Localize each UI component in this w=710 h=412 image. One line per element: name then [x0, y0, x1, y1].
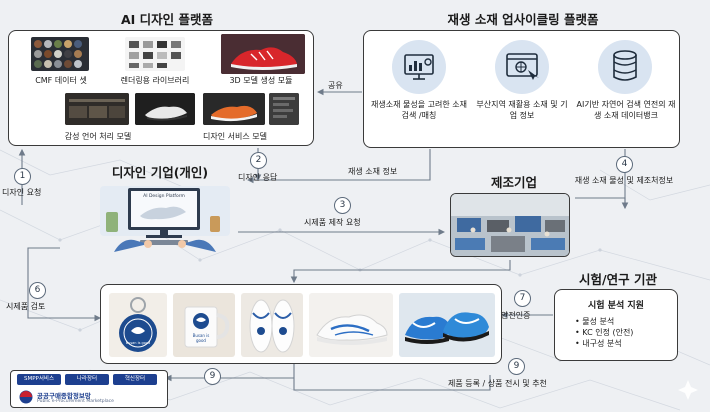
test-lab-title: 시험/연구 기관	[563, 269, 673, 288]
test-item-durability: 내구성 분석	[575, 338, 633, 349]
busan-recycle-info-label: 부산지역 재활용 소재 및 기업 정보	[474, 100, 570, 121]
design-service-label: 디자인 서비스 모델	[183, 131, 287, 142]
logo-tab-smpp[interactable]: SMPP서비스	[17, 374, 61, 385]
step-label-product-register: 제품 등록 / 상품 전시 및 추천	[448, 378, 547, 389]
design-service-thumbnail-1	[135, 93, 195, 125]
recycle-info-label: 재생 소재 정보	[348, 166, 397, 177]
product-mug: Busan is good	[173, 293, 235, 357]
step-label-design-response: 디자인 응답	[238, 172, 277, 183]
material-search-matching-label: 재생소재 물성을 고려한 소재 검색 /매칭	[368, 100, 470, 121]
recycle-platform-title: 재생 소재 업사이클링 플랫폼	[423, 9, 623, 28]
ai-databank-label: AI기반 자연어 검색 연전의 재생 소재 데이터뱅크	[574, 100, 678, 121]
product-aqua-shoes	[399, 293, 495, 357]
design-service-side-panel	[269, 93, 299, 125]
step-badge-4: 4	[616, 156, 633, 173]
database-icon	[598, 40, 652, 94]
web-search-icon	[495, 40, 549, 94]
product-keyring: Busan is good	[109, 293, 167, 357]
logo-subtitle: Public e-Procurement Marketplace	[37, 399, 114, 404]
rendering-library-label: 렌더링용 라이브러리	[105, 75, 205, 86]
3d-model-thumbnail	[221, 34, 305, 74]
recycle-platform-panel: 재생소재 물성을 고려한 소재 검색 /매칭 부산지역 재활용 소재 및 기업 …	[363, 30, 680, 148]
step-label-prototype-review: 시제품 검토	[6, 301, 45, 312]
product-slippers	[241, 293, 303, 357]
test-support-heading: 시험 분석 지원	[555, 298, 677, 311]
test-lab-panel: 시험 분석 지원 물성 분석 KC 인정 (안전) 내구성 분석	[554, 289, 678, 361]
test-support-list: 물성 분석 KC 인정 (안전) 내구성 분석	[575, 316, 633, 349]
share-label: 공유	[328, 80, 343, 91]
step-label-material-info: 재생 소재 물성 및 제조처정보	[574, 176, 674, 187]
prototype-products-panel: Busan is good Busan is good	[100, 284, 502, 364]
step-label-design-request: 디자인 요청	[2, 187, 41, 198]
product-sneaker	[309, 293, 393, 357]
design-service-thumbnail-2	[203, 93, 265, 125]
step-label-prototype-request: 시제품 제작 요청	[304, 217, 361, 228]
logo-tab-naraejangteo[interactable]: 나라장터	[65, 374, 109, 385]
designer-workstation-illustration: AI Design Platform	[100, 182, 230, 254]
rendering-library-thumbnail	[125, 37, 185, 71]
mug-text: Busan is good	[187, 333, 215, 343]
test-item-kc: KC 인정 (안전)	[575, 327, 633, 338]
manufacturer-title: 제조기업	[474, 172, 554, 191]
test-item-property: 물성 분석	[575, 316, 633, 327]
factory-photo	[451, 194, 570, 257]
design-company-title: 디자인 기업(개인)	[90, 162, 230, 181]
emotion-language-label: 감성 언어 처리 모델	[43, 131, 153, 142]
design-screen-title: AI Design Platform	[133, 194, 195, 199]
dashboard-chart-icon	[392, 40, 446, 94]
keyring-text: Busan is good	[123, 341, 153, 345]
step-label-safety-cert: 안전인증	[501, 310, 530, 321]
procurement-emblem-icon	[19, 390, 33, 404]
step-badge-2: 2	[250, 152, 267, 169]
step-badge-7: 7	[514, 290, 531, 307]
step-badge-9a: 9	[508, 358, 525, 375]
procurement-logo-box: SMPP서비스 나라장터 혁신장터 공공구매종합정보망 Public e-Pro…	[10, 370, 168, 408]
ai-platform-panel: CMF 데이터 셋 렌더링용 라이브러리 3D 모델 생성 모듈	[8, 30, 314, 146]
emotion-language-thumbnail	[65, 93, 129, 125]
step-badge-6: 6	[29, 282, 46, 299]
cmf-dataset-thumbnail	[31, 37, 89, 71]
step-badge-1: 1	[14, 168, 31, 185]
cmf-dataset-label: CMF 데이터 셋	[13, 75, 109, 86]
ai-platform-title: AI 디자인 플랫폼	[102, 9, 232, 28]
3d-model-label: 3D 모델 생성 모듈	[209, 75, 313, 86]
manufacturer-panel	[450, 193, 570, 257]
step-badge-9b: 9	[204, 368, 221, 385]
step-badge-3: 3	[334, 197, 351, 214]
logo-tab-innovation[interactable]: 혁신장터	[113, 374, 157, 385]
